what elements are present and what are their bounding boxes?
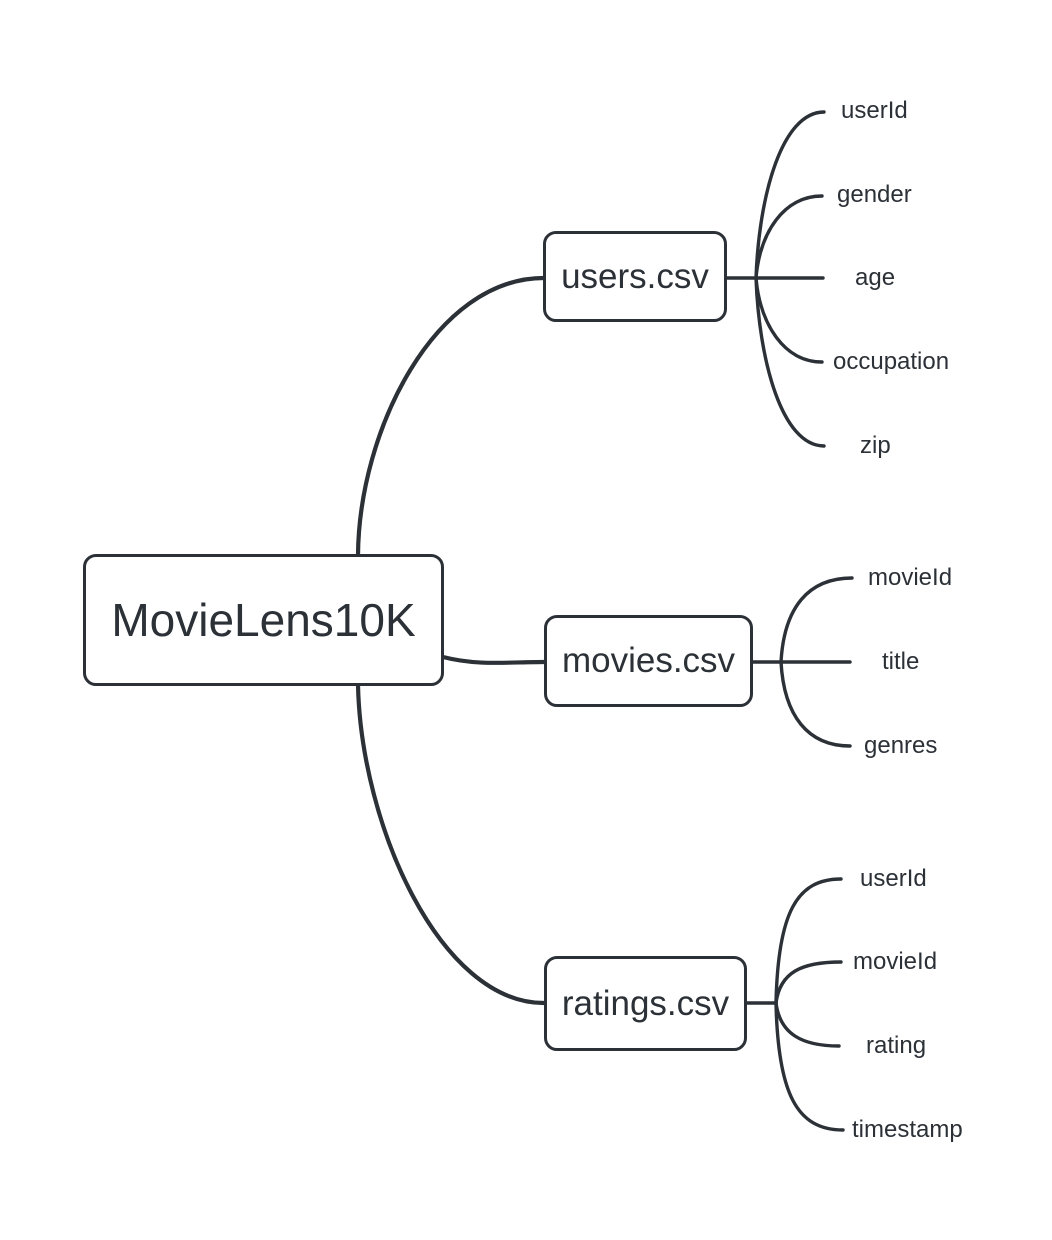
leaf-users-zip: zip xyxy=(860,432,891,459)
users-node-label: users.csv xyxy=(561,256,709,296)
leaf-users-userid: userId xyxy=(841,97,908,124)
edge-ratings-rating xyxy=(774,1001,841,1048)
edge-users-userid xyxy=(754,110,826,280)
edge-ratings-userid xyxy=(774,877,843,1005)
root-node-label: MovieLens10K xyxy=(111,594,416,646)
movies-node-label: movies.csv xyxy=(561,641,736,680)
leaf-ratings-userid: userId xyxy=(860,865,927,892)
edge-users-gender xyxy=(754,194,824,280)
edge-ratings-movieid xyxy=(774,960,843,1005)
leaf-users-age: age xyxy=(855,264,896,291)
leaf-users-occupation: occupation xyxy=(833,348,950,375)
edge-root-ratings xyxy=(355,682,547,1006)
node-movies-csv: movies.csv xyxy=(544,615,753,707)
edge-users-zip xyxy=(754,276,826,448)
node-ratings-csv: ratings.csv xyxy=(544,956,747,1051)
edge-root-users xyxy=(355,275,547,558)
edge-root-movies xyxy=(440,654,547,665)
leaf-movies-movieid: movieId xyxy=(868,564,953,591)
leaf-ratings-rating: rating xyxy=(866,1032,927,1059)
leaf-ratings-movieid: movieId xyxy=(853,948,938,975)
leaf-users-gender: gender xyxy=(837,181,912,208)
edge-users-occupation xyxy=(754,276,824,364)
edge-ratings-timestamp xyxy=(774,1001,845,1132)
node-movielens10k: MovieLens10K xyxy=(83,554,444,686)
node-users-csv: users.csv xyxy=(543,231,727,322)
leaf-ratings-timestamp: timestamp xyxy=(852,1116,963,1143)
leaf-movies-genres: genres xyxy=(864,732,938,759)
leaf-movies-title: title xyxy=(882,648,920,675)
edge-movies-genres xyxy=(779,660,852,748)
edge-movies-movieid xyxy=(779,576,854,664)
ratings-node-label: ratings.csv xyxy=(561,983,730,1023)
